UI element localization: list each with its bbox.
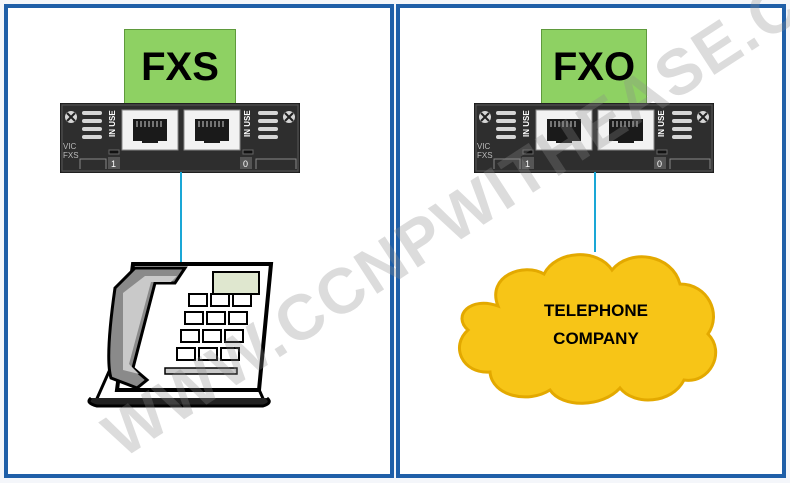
left-screw-icon [479, 111, 491, 123]
card-in-use-left: IN USE [522, 110, 531, 137]
cloud-label-line1: TELEPHONE [544, 301, 648, 320]
left-vent-icon [82, 111, 102, 139]
right-vent-icon [672, 111, 692, 139]
card-in-use-right: IN USE [243, 110, 252, 137]
port-number-0: 0 [243, 159, 248, 169]
fxo-cable [594, 172, 596, 252]
port-number-0: 0 [657, 159, 662, 169]
cloud-icon [458, 253, 718, 405]
fxo-label: FXO [541, 29, 647, 105]
cloud-label-line2: COMPANY [553, 329, 639, 348]
right-screw-icon [697, 111, 709, 123]
port-number-1: 1 [111, 159, 116, 169]
telephone-icon [87, 262, 274, 408]
card-in-use-right: IN USE [657, 110, 666, 137]
cloud-label: TELEPHONE COMPANY [506, 297, 686, 353]
card-fxs-label: FXS [63, 151, 79, 160]
left-screw-icon [65, 111, 77, 123]
fxo-voice-card: IN USE VIC FXS IN USE 1 0 [474, 103, 714, 173]
rj11-port-0[interactable] [597, 109, 655, 151]
left-vent-icon [496, 111, 516, 139]
card-vic-label: VIC [477, 142, 491, 151]
card-in-use-left: IN USE [108, 110, 117, 137]
rj11-port-1[interactable] [535, 109, 593, 151]
fxs-voice-card: IN USE VIC FXS IN USE 1 0 [60, 103, 300, 173]
fxs-label: FXS [124, 29, 236, 105]
rj11-port-1[interactable] [121, 109, 179, 151]
right-vent-icon [258, 111, 278, 139]
card-vic-label: VIC [63, 142, 77, 151]
port-number-1: 1 [525, 159, 530, 169]
rj11-port-0[interactable] [183, 109, 241, 151]
right-screw-icon [283, 111, 295, 123]
fxs-cable [180, 172, 182, 264]
card-fxs-label: FXS [477, 151, 493, 160]
